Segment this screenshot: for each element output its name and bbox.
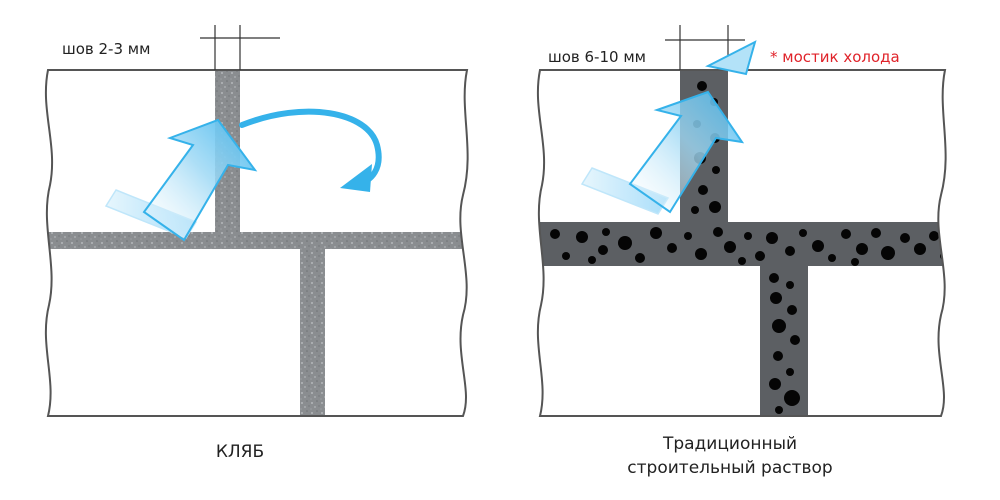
- left-arrow-head: [142, 118, 258, 242]
- left-caption: КЛЯБ: [215, 442, 265, 462]
- mortar-void: [744, 232, 752, 240]
- mortar-void: [576, 231, 588, 243]
- mortar-void: [784, 390, 800, 406]
- mortar-void: [562, 252, 570, 260]
- mortar-void: [773, 351, 783, 361]
- left-deflection-arc: [239, 108, 382, 187]
- right-vertical-joint-bottom: [760, 266, 808, 416]
- mortar-void: [787, 305, 797, 315]
- mortar-void: [799, 229, 807, 237]
- right-caption: Традиционный строительный раствор: [600, 432, 860, 480]
- right-wall-outline: [536, 69, 947, 417]
- mortar-void: [766, 232, 778, 244]
- right-heat-arrow: [580, 40, 757, 215]
- mortar-void: [769, 378, 781, 390]
- mortar-void: [709, 201, 721, 213]
- mortar-void: [724, 241, 736, 253]
- mortar-void: [602, 228, 610, 236]
- mortar-void: [841, 229, 851, 239]
- left-deflection-arrowhead: [340, 164, 372, 192]
- left-vertical-joint-bottom: [300, 249, 325, 416]
- mortar-void: [812, 240, 824, 252]
- mortar-void: [738, 257, 746, 265]
- mortar-void: [856, 243, 868, 255]
- left-wall-outline: [44, 69, 469, 417]
- mortar-void: [775, 406, 783, 414]
- mortar-void: [786, 281, 794, 289]
- mortar-void: [914, 243, 926, 255]
- mortar-void: [635, 253, 645, 263]
- right-wall: [536, 69, 947, 417]
- mortar-void: [588, 256, 596, 264]
- mortar-void: [650, 227, 662, 239]
- mortar-void: [695, 248, 707, 260]
- mortar-void: [667, 243, 677, 253]
- right-escaping-heat-arrow: [705, 40, 757, 76]
- mortar-void: [828, 254, 836, 262]
- left-seam-dimension: [200, 25, 280, 70]
- left-seam-label: шов 2-3 мм: [62, 40, 151, 58]
- mortar-void: [755, 251, 765, 261]
- mortar-void: [785, 246, 795, 256]
- mortar-void: [770, 292, 782, 304]
- mortar-void: [550, 229, 560, 239]
- mortar-void: [772, 319, 786, 333]
- mortar-void: [712, 166, 720, 174]
- left-wall: [44, 69, 469, 417]
- mortar-void: [790, 335, 800, 345]
- right-caption-line2: строительный раствор: [627, 458, 833, 478]
- mortar-void: [871, 228, 881, 238]
- mortar-void: [618, 236, 632, 250]
- mortar-void: [769, 273, 779, 283]
- mortar-void: [691, 206, 699, 214]
- mortar-void: [851, 258, 859, 266]
- mortar-void: [598, 245, 608, 255]
- right-arrow-head: [628, 90, 745, 214]
- right-seam-label: шов 6-10 мм: [548, 48, 646, 66]
- mortar-void: [900, 233, 910, 243]
- right-caption-line1: Традиционный: [662, 434, 798, 454]
- mortar-void: [786, 368, 794, 376]
- mortar-void: [698, 185, 708, 195]
- left-horizontal-joint: [45, 232, 468, 249]
- mortar-void: [929, 231, 939, 241]
- mortar-void: [684, 232, 692, 240]
- mortar-void: [697, 81, 707, 91]
- mortar-void: [713, 227, 723, 237]
- left-heat-arrow: [104, 108, 382, 242]
- cold-bridge-label: * мостик холода: [770, 48, 900, 66]
- mortar-void: [881, 246, 895, 260]
